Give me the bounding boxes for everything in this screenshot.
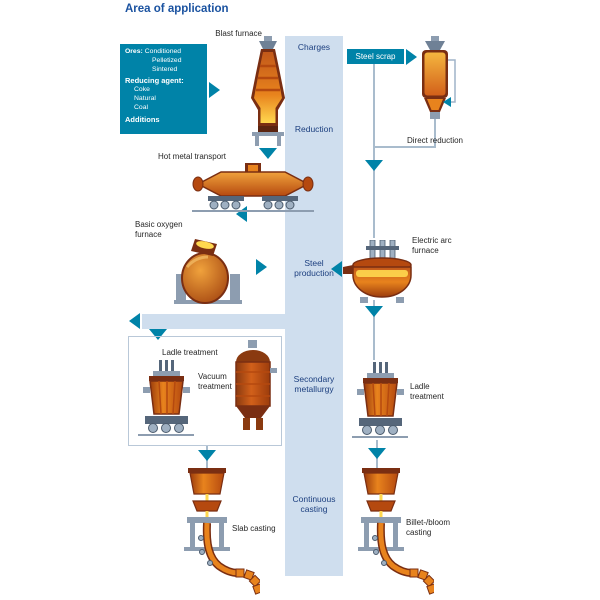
stage-secondary-metallurgy: Secondary metallurgy [293,374,335,395]
reducing-agent-0: Coke [134,86,150,94]
treatment-group-frame [128,336,282,446]
stage-reduction: Reduction [294,124,334,134]
ores-label: Ores: [125,48,143,55]
ladle-treatment-right-illustration [350,362,410,444]
vacuum-treatment-label: Vacuum treatment [198,372,232,391]
page-title: Area of application [125,3,229,15]
blast-furnace-label: Blast furnace [215,29,262,38]
billet-bloom-casting-label: Billet-/bloom casting [406,518,451,537]
slab-caster-illustration [160,468,260,596]
scrap-to-eaf-line [373,64,375,238]
arrow-eaf-to-ladle-treatment [365,306,383,317]
ore-type-1: Pelletized [152,56,182,64]
reducing-agent-2: Coal [134,103,148,111]
blast-furnace-illustration [233,36,303,148]
ore-type-0: Conditioned [144,48,182,55]
arrow-eaf-to-steel-production [331,261,342,277]
arrow-inputs-to-blast-furnace [209,82,220,98]
basic-oxygen-furnace-illustration [174,236,242,308]
billet-bloom-caster-illustration [334,468,434,596]
electric-arc-furnace-label: Electric arc furnace [412,236,452,255]
arrow-group-to-slab-caster [198,450,216,461]
reducing-agent-1: Natural [134,95,156,103]
process-band [285,36,343,576]
reducing-agent-label: Reducing agent: [125,76,184,86]
basic-oxygen-furnace-label: Basic oxygen furnace [135,220,183,239]
stage-steel-production: Steel production [294,258,334,279]
ladle-treatment-left-illustration [136,360,196,442]
arrow-scrap-to-direct-reduction [406,49,417,65]
arrow-scrap-line-down [365,160,383,171]
vacuum-treatment-illustration [228,340,278,442]
inputs-box: Ores: Conditioned Pelletized Sintered Re… [120,44,207,134]
slab-casting-label: Slab casting [232,524,276,533]
eaf-to-ladle-line [373,300,375,360]
ore-type-2: Sintered [152,65,178,73]
stage-charges: Charges [297,42,331,52]
ladle-treatment-right-label: Ladle treatment [410,382,444,401]
ladle-treatment-left-label: Ladle treatment [162,348,218,357]
torpedo-car-illustration [188,162,318,214]
direct-reduction-illustration [410,36,460,136]
direct-reduction-join-line [375,146,435,148]
secondary-connector-strip [142,314,285,329]
direct-reduction-down-line [434,116,436,148]
arrow-into-treatment-group [149,329,167,340]
arrow-bof-to-steel-production [256,259,267,275]
arrow-band-to-secondary [129,313,140,329]
arrow-transport-to-bof [236,206,247,222]
electric-arc-furnace-illustration [340,240,418,306]
arrow-blast-furnace-to-transport [259,148,277,159]
stage-continuous-casting: Continuous casting [292,494,336,515]
steel-scrap-box: Steel scrap [347,49,404,64]
direct-reduction-label: Direct reduction [406,136,464,145]
hot-metal-transport-label: Hot metal transport [158,152,227,161]
arrow-ladle-to-billet-caster [368,448,386,459]
additions-label: Additions [125,114,160,124]
